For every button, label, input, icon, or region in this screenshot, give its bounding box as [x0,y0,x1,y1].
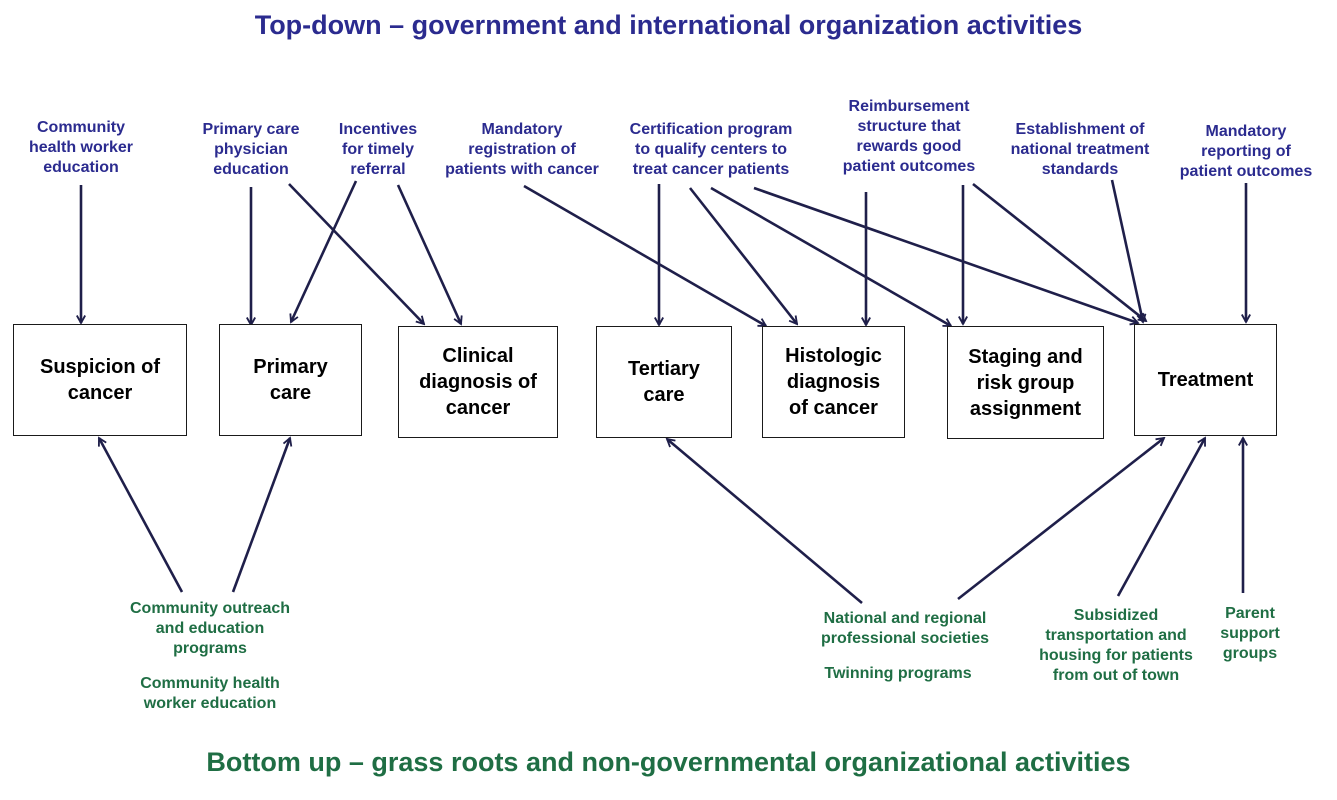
bottom-activity-twinning: Twinning programs [824,665,972,682]
arrow-cert-to-staging [710,186,951,328]
top-activity-pcp-education: Primary care physician education [202,121,300,178]
stage-box-tertiary-care: Tertiary care [596,326,732,438]
arrow-cert-to-histologic [688,187,797,324]
arrow-transport-to-treatment [1116,438,1207,597]
arrow-incentives-to-primary [291,180,358,322]
top-activity-certification: Certification program to qualify centers… [629,121,793,178]
arrow-pcp-edu-to-clinical [288,183,424,324]
stage-box-histologic-diagnosis: Histologic diagnosis of cancer [762,326,905,438]
top-activity-mandatory-reporting: Mandatory reporting of patient outcomes [1179,123,1313,180]
bottom-activity-community-outreach: Community outreach and education program… [129,600,291,657]
arrow-societies-to-tertiary [667,439,863,604]
top-activity-national-standards: Establishment of national treatment stan… [1010,121,1150,178]
arrow-standards-to-treatment [972,182,1146,321]
arrow-outreach-to-suspicion [97,438,184,593]
stage-box-suspicion: Suspicion of cancer [13,324,187,436]
stage-box-staging: Staging and risk group assignment [947,326,1104,439]
arrow-societies-to-treatment [957,438,1164,601]
bottom-activity-chw-education: Community health worker education [140,675,280,712]
bottom-activity-professional-societies: National and regional professional socie… [820,610,990,647]
arrow-outreach-to-primary [231,438,290,593]
arrow-standards-to-treatment-2 [1110,179,1143,322]
top-down-title: Top-down – government and international … [254,10,1083,40]
top-activity-reimbursement: Reimbursement structure that rewards goo… [842,98,976,175]
bottom-up-title: Bottom up – grass roots and non-governme… [206,747,1131,777]
arrow-registration-to-histologic [523,184,766,328]
stage-box-treatment: Treatment [1134,324,1277,436]
arrow-cert-to-treatment [753,186,1138,323]
stage-box-primary-care: Primary care [219,324,362,436]
top-activity-chw-education: Community health worker education [28,119,134,176]
stage-box-clinical-diagnosis: Clinical diagnosis of cancer [398,326,558,438]
top-activity-incentives: Incentives for timely referral [338,121,418,178]
bottom-activity-parent-support: Parent support groups [1220,605,1280,662]
arrow-incentives-to-clinical [396,184,461,324]
bottom-activity-transport-housing: Subsidized transportation and housing fo… [1039,607,1193,684]
top-activity-mandatory-registration: Mandatory registration of patients with … [445,121,599,178]
